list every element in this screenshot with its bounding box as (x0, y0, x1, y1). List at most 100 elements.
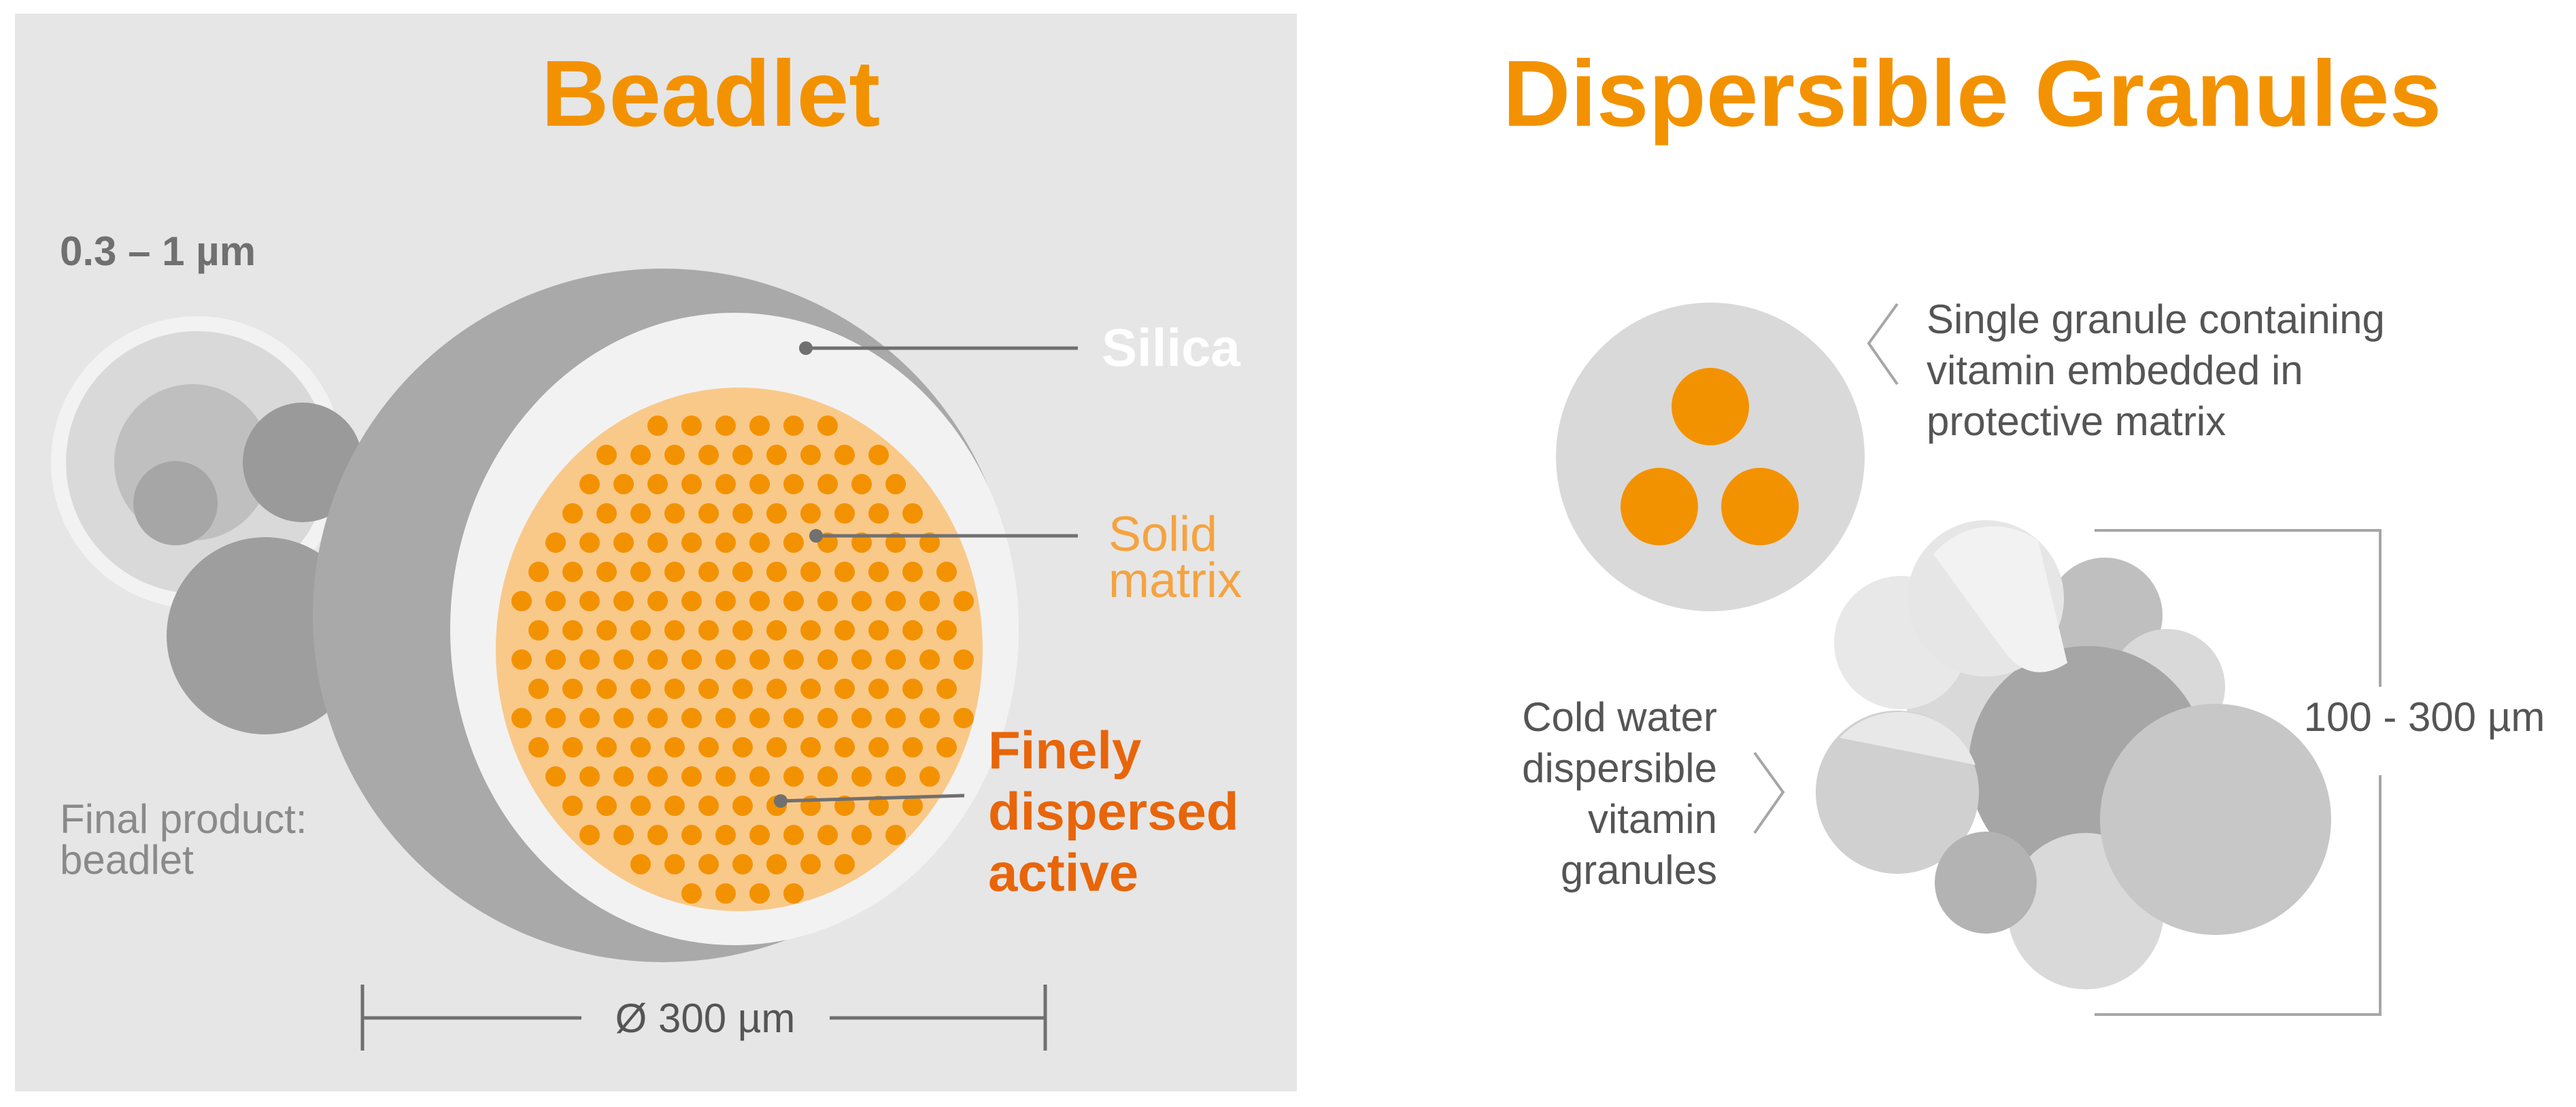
active-particle-dot (885, 708, 906, 728)
active-particle-dot (766, 445, 787, 465)
active-particle-dot (851, 649, 872, 670)
active-particle-dot (732, 796, 753, 816)
active-particle-dot (749, 649, 770, 670)
active-particle-dot (834, 620, 855, 641)
active-particle-dot (596, 562, 617, 582)
active-particle-dot (715, 766, 736, 787)
active-particle-dot (766, 562, 787, 582)
active-label-line1: Finely (988, 720, 1141, 780)
size-range-label: 0.3 – 1 µm (60, 228, 256, 274)
cold-water-label-line4: granules (1561, 847, 1717, 893)
active-particle-dot (596, 679, 617, 699)
active-particle-dot (545, 708, 566, 728)
active-particle-dot (834, 854, 855, 874)
active-particle-dot (562, 737, 583, 757)
active-particle-dot (902, 503, 923, 524)
active-particle-dot (936, 562, 957, 582)
vitamin-dot-right (1721, 468, 1799, 545)
active-particle-dot (732, 562, 753, 582)
active-particle-dot (868, 796, 889, 816)
active-particle-dot (647, 415, 668, 436)
active-particle-dot (800, 737, 821, 757)
active-particle-dot (783, 825, 804, 845)
vitamin-dot-left (1621, 468, 1698, 545)
cold-water-label-line3: vitamin (1588, 796, 1717, 842)
active-particle-dot (936, 679, 957, 699)
active-particle-dot (732, 737, 753, 757)
active-particle-dot (715, 883, 736, 904)
active-particle-dot (749, 532, 770, 553)
active-particle-dot (919, 766, 940, 787)
active-particle-dot (647, 766, 668, 787)
active-particle-dot (562, 562, 583, 582)
active-particle-dot (579, 649, 600, 670)
active-particle-dot (715, 532, 736, 553)
active-particle-dot (596, 620, 617, 641)
active-particle-dot (834, 737, 855, 757)
active-particle-dot (579, 825, 600, 845)
active-particle-dot (834, 503, 855, 524)
final-product-label-line1: Final product: (60, 796, 307, 842)
active-particle-dot (851, 474, 872, 494)
active-particle-dot (732, 620, 753, 641)
single-granule-body (1556, 303, 1865, 611)
active-particle-dot (885, 474, 906, 494)
active-particle-dot (732, 679, 753, 699)
active-particle-dot (749, 708, 770, 728)
active-particle-dot (681, 415, 702, 436)
active-particle-dot (681, 825, 702, 845)
single-granule-label-line1: Single granule containing (1927, 296, 2385, 342)
active-particle-dot (647, 825, 668, 845)
active-particle-dot (783, 415, 804, 436)
active-particle-dot (715, 591, 736, 611)
active-particle-dot (613, 532, 634, 553)
active-particle-dot (868, 562, 889, 582)
cluster-chevron (1753, 751, 1785, 834)
active-particle-dot (749, 825, 770, 845)
active-particle-dot (698, 620, 719, 641)
single-granule-label-line3: protective matrix (1927, 398, 2226, 444)
active-particle-dot (698, 679, 719, 699)
cold-water-label-line1: Cold water (1522, 694, 1717, 740)
active-particle-dot (647, 708, 668, 728)
active-particle-dot (885, 766, 906, 787)
active-particle-dot (647, 474, 668, 494)
active-particle-dot (579, 532, 600, 553)
active-particle-dot (511, 649, 532, 670)
active-particle-dot (732, 854, 753, 874)
solid-matrix-label-line1: Solid (1108, 507, 1217, 562)
active-label-line2: dispersed (988, 781, 1238, 841)
active-particle-dot (783, 649, 804, 670)
active-particle-dot (902, 796, 923, 816)
active-particle-dot (579, 708, 600, 728)
active-particle-dot (800, 620, 821, 641)
active-particle-dot (630, 620, 651, 641)
active-particle-dot (664, 679, 685, 699)
active-particle-dot (885, 825, 906, 845)
active-particle-dot (630, 562, 651, 582)
active-particle-dot (919, 708, 940, 728)
active-particle-dot (817, 766, 838, 787)
active-particle-dot (868, 445, 889, 465)
active-particle-dot (630, 445, 651, 465)
active-particle-dot (817, 649, 838, 670)
active-particle-dot (868, 679, 889, 699)
active-particle-dot (919, 649, 940, 670)
active-particle-dot (800, 503, 821, 524)
active-particle-dot (528, 562, 549, 582)
diameter-scale (360, 985, 1047, 1051)
active-particle-dot (783, 708, 804, 728)
active-particle-dot (868, 620, 889, 641)
active-particle-dot (664, 854, 685, 874)
active-particle-dot (817, 708, 838, 728)
active-particle-dot (579, 474, 600, 494)
cold-water-label-line2: dispersible (1522, 745, 1717, 791)
active-particle-dot (936, 620, 957, 641)
single-granule-chevron (1867, 303, 1899, 386)
active-dots (511, 415, 974, 904)
size-bracket-bottom (2095, 775, 2382, 1016)
active-particle-dot (715, 415, 736, 436)
active-particle-dot (851, 591, 872, 611)
active-particle-dot (630, 679, 651, 699)
active-particle-dot (579, 591, 600, 611)
